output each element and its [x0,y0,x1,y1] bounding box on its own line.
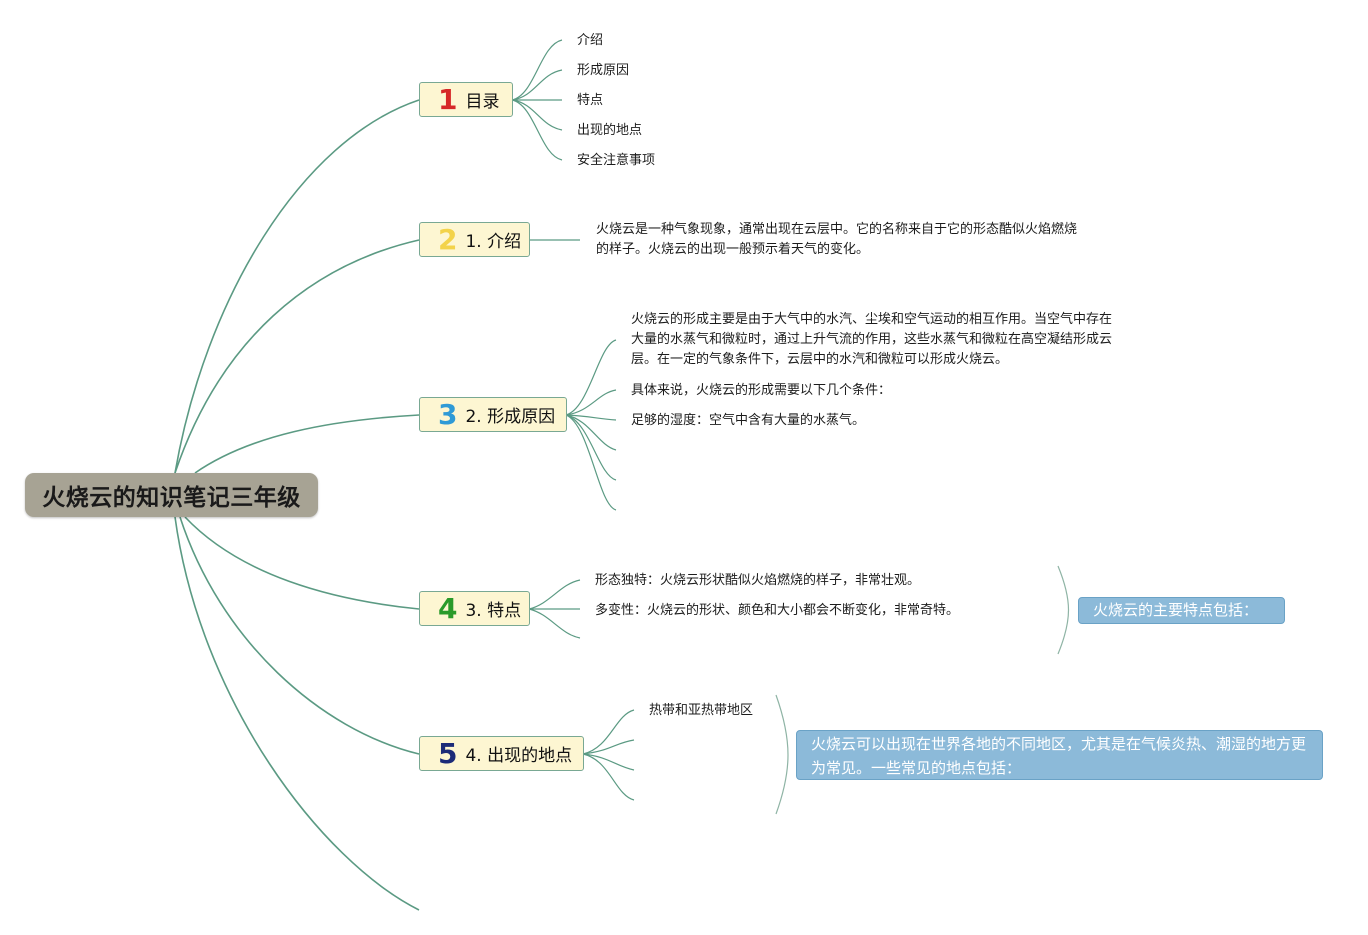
toc-item[interactable]: 形成原因 [577,63,630,78]
location-item[interactable]: 热带和亚热带地区 [649,703,754,718]
branch-locations[interactable]: 5 4. 出现的地点 [419,736,584,771]
number-5-icon: 5 [438,736,458,770]
toc-item[interactable]: 特点 [577,93,604,108]
branch-toc[interactable]: 1 目录 [419,82,513,117]
branch-label: 1. 介绍 [465,232,522,252]
root-topic[interactable]: 火烧云的知识笔记三年级 [25,473,318,517]
number-2-icon: 2 [438,222,458,256]
number-4-icon: 4 [438,591,458,625]
locations-summary-callout[interactable]: 火烧云可以出现在世界各地的不同地区，尤其是在气候炎热、潮湿的地方更为常见。一些常… [796,730,1323,780]
branch-label: 3. 特点 [465,601,522,621]
feature-item[interactable]: 多变性：火烧云的形状、颜色和大小都会不断变化，非常奇特。 [595,603,960,618]
formation-humidity[interactable]: 足够的湿度：空气中含有大量的水蒸气。 [631,413,866,428]
number-3-icon: 3 [438,397,458,431]
features-summary-callout[interactable]: 火烧云的主要特点包括： [1078,597,1285,624]
branch-label: 4. 出现的地点 [465,746,573,766]
branch-label: 目录 [465,92,500,112]
feature-item[interactable]: 形态独特：火烧云形状酷似火焰燃烧的样子，非常壮观。 [595,573,921,588]
number-1-icon: 1 [438,82,458,116]
branch-intro[interactable]: 2 1. 介绍 [419,222,530,257]
branch-label: 2. 形成原因 [465,407,556,427]
formation-text[interactable]: 火烧云的形成主要是由于大气中的水汽、尘埃和空气运动的相互作用。当空气中存在大量的… [631,312,1113,367]
toc-item[interactable]: 出现的地点 [577,123,643,138]
intro-text[interactable]: 火烧云是一种气象现象，通常出现在云层中。它的名称来自于它的形态酷似火焰燃烧的样子… [596,222,1078,257]
branch-features[interactable]: 4 3. 特点 [419,591,530,626]
branch-formation[interactable]: 3 2. 形成原因 [419,397,567,432]
toc-item[interactable]: 安全注意事项 [577,153,656,168]
toc-item[interactable]: 介绍 [577,33,604,48]
formation-conditions[interactable]: 具体来说，火烧云的形成需要以下几个条件： [631,383,892,398]
